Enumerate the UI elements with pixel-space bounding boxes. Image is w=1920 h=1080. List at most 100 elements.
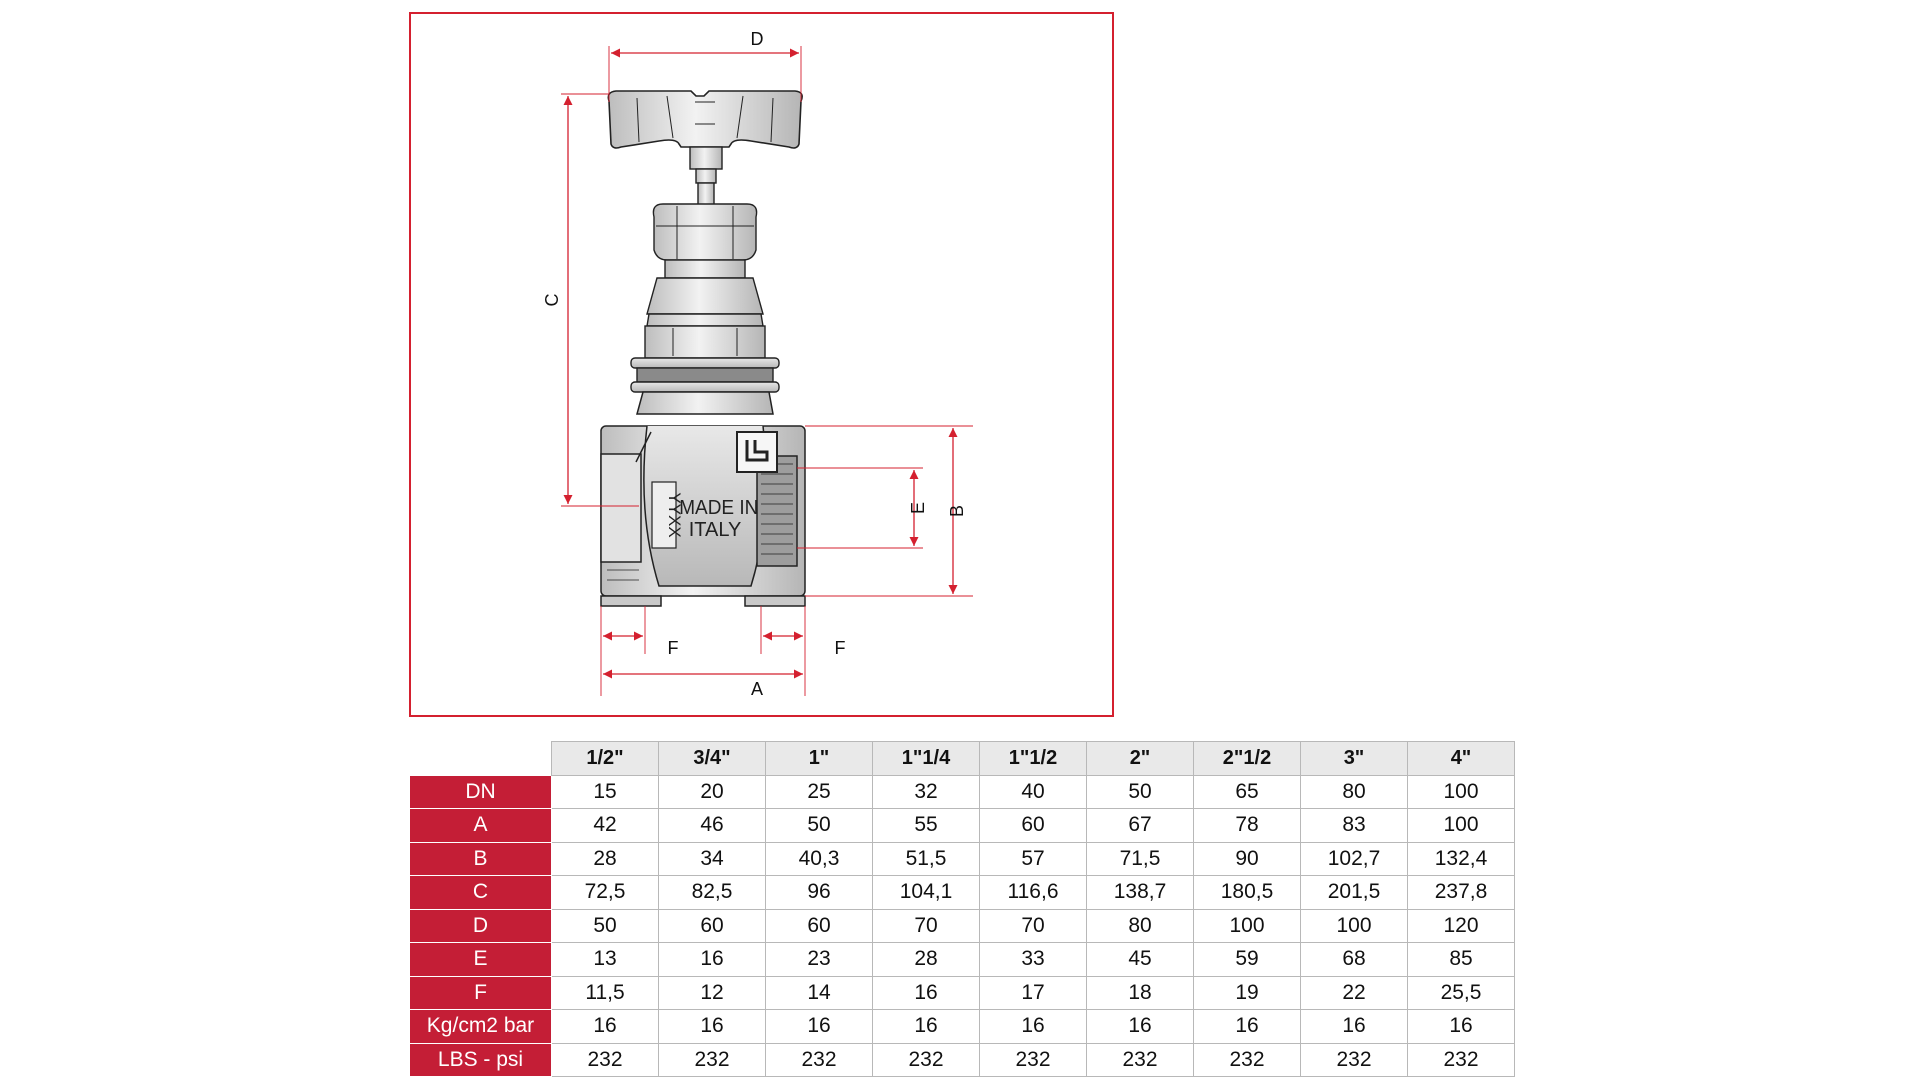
table-cell: 232 xyxy=(1300,1042,1408,1077)
table-cell: 34 xyxy=(658,841,766,876)
table-cell: 28 xyxy=(872,942,980,977)
column-header: 3" xyxy=(1300,741,1408,776)
italy-label: ITALY xyxy=(689,519,742,541)
table-cell: 90 xyxy=(1193,841,1301,876)
table-cell: 57 xyxy=(979,841,1087,876)
column-header: 2"1/2 xyxy=(1193,741,1301,776)
table-cell: 120 xyxy=(1407,908,1515,943)
table-cell: 46 xyxy=(658,808,766,843)
table-cell: 16 xyxy=(658,1009,766,1044)
table-cell: 13 xyxy=(551,942,659,977)
dim-label-f-right: F xyxy=(835,638,846,658)
table-cell: 85 xyxy=(1407,942,1515,977)
table-cell: 138,7 xyxy=(1086,875,1194,910)
table-cell: 67 xyxy=(1086,808,1194,843)
dimension-lines xyxy=(561,46,973,696)
table-cell: 232 xyxy=(765,1042,873,1077)
table-cell: 180,5 xyxy=(1193,875,1301,910)
side-code-label: YYXX xyxy=(665,492,684,537)
table-cell: 16 xyxy=(872,1009,980,1044)
table-cell: 59 xyxy=(1193,942,1301,977)
bonnet xyxy=(630,313,780,393)
dimension-labels: D C B E F F A xyxy=(542,29,967,699)
made-in-label: MADE IN xyxy=(679,497,758,520)
dim-label-e: E xyxy=(908,502,928,514)
table-cell: 40 xyxy=(979,774,1087,809)
table-cell: 232 xyxy=(872,1042,980,1077)
table-cell: 16 xyxy=(1300,1009,1408,1044)
column-header: 2" xyxy=(1086,741,1194,776)
side-code-marking: YYXX xyxy=(651,481,684,549)
packing-nut xyxy=(646,203,764,315)
table-cell: 16 xyxy=(1086,1009,1194,1044)
table-cell: 16 xyxy=(765,1009,873,1044)
table-cell: 50 xyxy=(765,808,873,843)
table-cell: 16 xyxy=(872,975,980,1010)
table-cell: 104,1 xyxy=(872,875,980,910)
table-cell: 42 xyxy=(551,808,659,843)
table-cell: 100 xyxy=(1407,808,1515,843)
table-cell: 60 xyxy=(979,808,1087,843)
table-cell: 70 xyxy=(979,908,1087,943)
column-header: 1"1/4 xyxy=(872,741,980,776)
column-header: 1/2" xyxy=(551,741,659,776)
table-cell: 19 xyxy=(1193,975,1301,1010)
table-cell: 16 xyxy=(979,1009,1087,1044)
table-cell: 16 xyxy=(551,1009,659,1044)
table-cell: 20 xyxy=(658,774,766,809)
table-cell: 32 xyxy=(872,774,980,809)
row-label: LBS - psi xyxy=(409,1042,552,1077)
diagram-frame: MADE IN ITALY YYXX xyxy=(409,12,1114,717)
table-cell: 82,5 xyxy=(658,875,766,910)
table-cell: 60 xyxy=(658,908,766,943)
row-label: B xyxy=(409,841,552,876)
manufacturer-logo xyxy=(736,431,778,473)
table-cell: 68 xyxy=(1300,942,1408,977)
dim-label-a: A xyxy=(751,679,763,699)
table-cell: 80 xyxy=(1086,908,1194,943)
row-label: D xyxy=(409,908,552,943)
table-cell: 23 xyxy=(765,942,873,977)
table-cell: 15 xyxy=(551,774,659,809)
table-cell: 232 xyxy=(1407,1042,1515,1077)
table-cell: 11,5 xyxy=(551,975,659,1010)
row-label: A xyxy=(409,808,552,843)
dim-label-c: C xyxy=(542,294,562,307)
table-cell: 71,5 xyxy=(1086,841,1194,876)
table-cell: 132,4 xyxy=(1407,841,1515,876)
dim-label-d: D xyxy=(751,29,764,49)
table-corner xyxy=(409,741,552,775)
table-cell: 18 xyxy=(1086,975,1194,1010)
table-cell: 45 xyxy=(1086,942,1194,977)
table-cell: 100 xyxy=(1407,774,1515,809)
table-cell: 102,7 xyxy=(1300,841,1408,876)
table-cell: 100 xyxy=(1300,908,1408,943)
row-label: F xyxy=(409,975,552,1010)
table-cell: 78 xyxy=(1193,808,1301,843)
table-cell: 232 xyxy=(1086,1042,1194,1077)
column-header: 3/4" xyxy=(658,741,766,776)
table-cell: 16 xyxy=(658,942,766,977)
column-header: 4" xyxy=(1407,741,1515,776)
table-cell: 116,6 xyxy=(979,875,1087,910)
table-cell: 14 xyxy=(765,975,873,1010)
table-cell: 12 xyxy=(658,975,766,1010)
table-cell: 70 xyxy=(872,908,980,943)
row-label: Kg/cm2 bar xyxy=(409,1009,552,1044)
table-cell: 96 xyxy=(765,875,873,910)
table-cell: 237,8 xyxy=(1407,875,1515,910)
table-cell: 25 xyxy=(765,774,873,809)
table-cell: 60 xyxy=(765,908,873,943)
table-cell: 33 xyxy=(979,942,1087,977)
table-cell: 50 xyxy=(1086,774,1194,809)
table-cell: 72,5 xyxy=(551,875,659,910)
